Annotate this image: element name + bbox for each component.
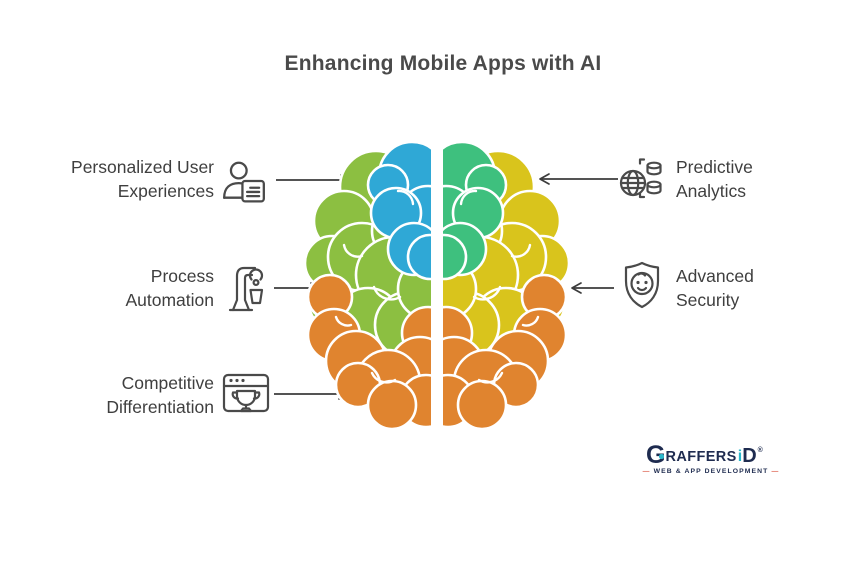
robot-arm-icon — [225, 262, 269, 314]
globe-database-icon — [618, 157, 666, 203]
tagline-dash: — — [771, 468, 780, 475]
tagline-dash: — — [642, 468, 651, 475]
brain-right-hemisphere — [443, 140, 570, 431]
trophy-browser-icon — [222, 371, 270, 415]
label-line: Analytics — [676, 180, 747, 201]
brain-illustration — [304, 139, 570, 436]
label-line: Competitive — [121, 373, 214, 393]
brain-left-hemisphere — [304, 140, 431, 431]
label-line: Process — [150, 266, 214, 286]
feature-label-advanced-security: Advanced Security — [676, 265, 754, 312]
tagline-text: WEB & APP DEVELOPMENT — [653, 468, 769, 475]
label-line: Predictive — [676, 157, 753, 177]
label-line: Security — [676, 289, 740, 310]
page-title: Enhancing Mobile Apps with AI — [284, 52, 602, 75]
shield-face-icon — [618, 260, 666, 310]
feature-label-process-automation: Process Automation — [125, 265, 214, 312]
user-profile-icon — [220, 157, 268, 205]
label-line: Experiences — [117, 180, 214, 201]
arrow-security-to-brain — [570, 281, 614, 295]
label-line: Advanced — [676, 266, 754, 286]
arrow-predictive-to-brain — [538, 172, 618, 186]
logo-letter-i: i — [737, 448, 743, 465]
feature-label-competitive-differentiation: Competitive Differentiation — [106, 372, 214, 419]
logo-g-dot — [659, 454, 664, 459]
label-line: Automation — [125, 289, 214, 310]
logo-letter-g: G — [646, 441, 666, 469]
logo-letters-raffers: RAFFERS — [665, 449, 737, 465]
logo-letter-d: D — [742, 445, 757, 467]
logo-tagline: — WEB & APP DEVELOPMENT — — [642, 468, 780, 475]
feature-label-predictive-analytics: Predictive Analytics — [676, 156, 753, 203]
feature-label-personalized-user-experiences: Personalized User Experiences — [71, 156, 214, 203]
label-line: Personalized User — [71, 157, 214, 177]
label-line: Differentiation — [106, 396, 214, 417]
registered-mark: ® — [757, 447, 763, 454]
